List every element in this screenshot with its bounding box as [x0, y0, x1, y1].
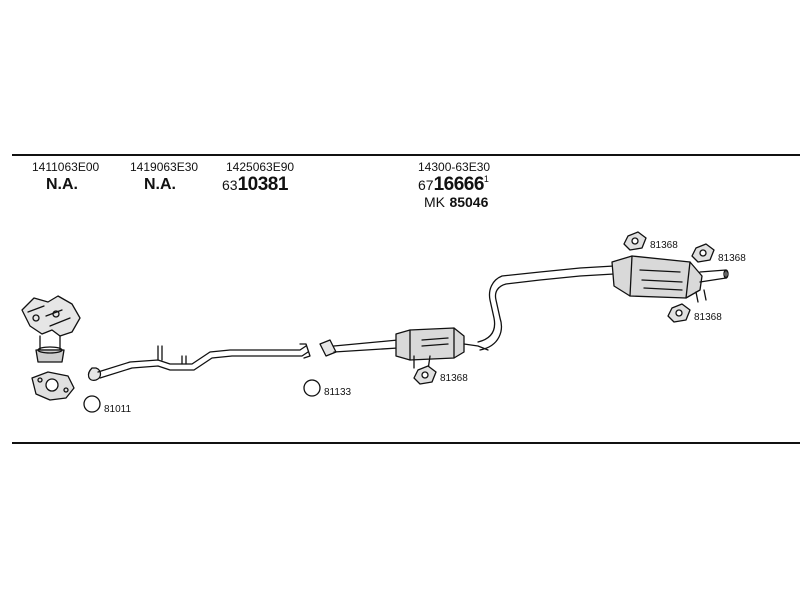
part-number-front-pipe: 1419063E30	[130, 160, 199, 174]
clamp-ring-81133	[303, 379, 321, 397]
mk-code-rear-section: MK 85046	[424, 195, 488, 211]
rear-muffler	[611, 255, 729, 303]
label-hanger-rear-3: 81368	[694, 312, 722, 323]
label-81133: 81133	[324, 387, 352, 398]
code-manifold: N.A.	[46, 176, 78, 193]
code-superscript: 1	[483, 174, 489, 184]
part-number-manifold: 1411063E00	[32, 160, 100, 174]
code-prefix: 63	[222, 177, 238, 193]
code-front-pipe: N.A.	[144, 176, 176, 193]
hanger-mid-81368	[413, 365, 437, 385]
part-number-mid-pipe: 1425063E90	[226, 160, 295, 174]
code-mid-pipe: 6310381	[222, 175, 288, 194]
hanger-rear-3-81368	[667, 303, 691, 323]
catalytic-converter	[319, 327, 489, 371]
manifold-gasket	[31, 371, 75, 401]
exhaust-manifold	[21, 295, 81, 363]
hanger-rear-2-81368	[691, 243, 715, 263]
code-main: 16666	[433, 174, 485, 195]
front-pipe	[87, 343, 311, 381]
clamp-ring-81011	[83, 395, 101, 413]
hanger-rear-1-81368	[623, 231, 647, 251]
top-rule	[12, 154, 800, 156]
label-hanger-rear-1: 81368	[650, 240, 678, 251]
code-rear-section: 67166661	[418, 174, 489, 195]
bottom-rule	[12, 442, 800, 444]
code-main: 10381	[237, 174, 289, 195]
code-prefix: 67	[418, 177, 434, 193]
mk-prefix: MK	[424, 194, 445, 210]
mk-code: 85046	[449, 194, 489, 210]
part-number-rear-section: 14300-63E30	[418, 160, 491, 174]
intermediate-pipe	[477, 265, 615, 351]
label-hanger-rear-2: 81368	[718, 253, 746, 264]
label-81011: 81011	[104, 404, 132, 415]
label-hanger-mid: 81368	[440, 373, 468, 384]
